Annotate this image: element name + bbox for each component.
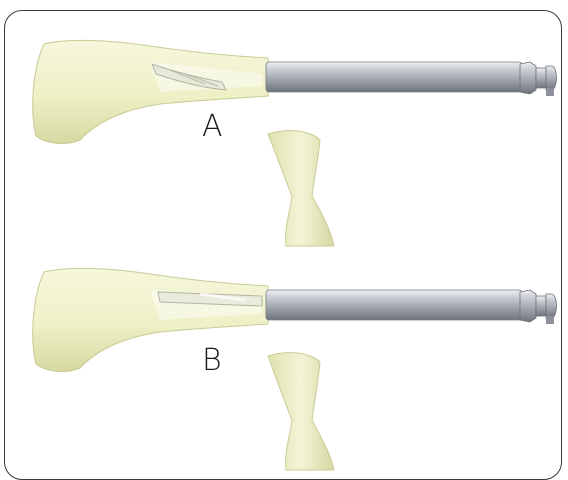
bone-a bbox=[33, 40, 268, 143]
rod-a bbox=[266, 62, 557, 96]
panel-a bbox=[33, 40, 557, 246]
panel-b bbox=[33, 268, 557, 470]
rod-b bbox=[266, 290, 557, 324]
bone-b bbox=[33, 268, 268, 371]
panel-label-b: B bbox=[202, 346, 222, 376]
small-bone-b bbox=[268, 353, 334, 470]
panel-label-a: A bbox=[202, 112, 223, 142]
small-bone-a bbox=[268, 131, 334, 246]
